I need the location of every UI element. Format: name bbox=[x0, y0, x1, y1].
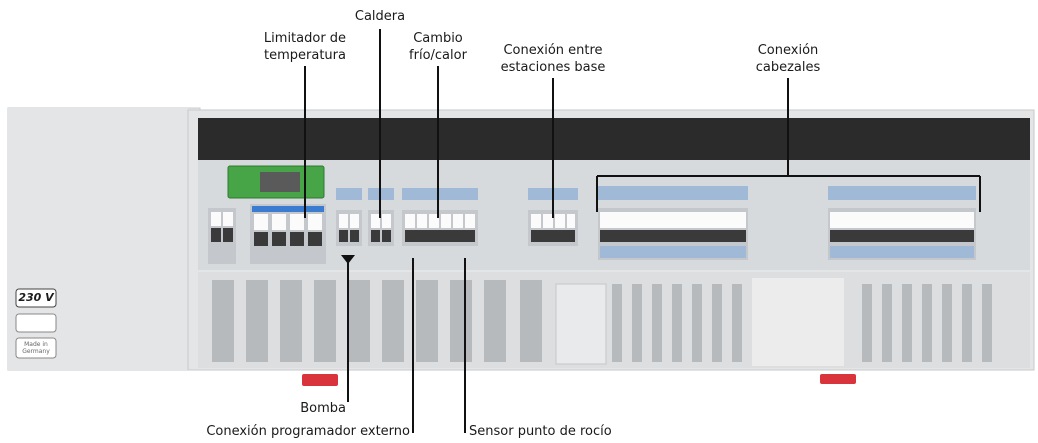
label-cambio: Cambio frío/calor bbox=[398, 30, 478, 64]
label-estaciones: Conexión entre estaciones base bbox=[488, 42, 618, 76]
label-estaciones-line1: Conexión entre bbox=[503, 43, 603, 58]
label-estaciones-line2: estaciones base bbox=[500, 60, 606, 75]
label-cabezales: Conexión cabezales bbox=[740, 42, 836, 76]
made-in-label: Made in Germany bbox=[22, 341, 50, 355]
label-limitador-line2: temperatura bbox=[264, 48, 346, 63]
limiter-terminal bbox=[250, 204, 326, 264]
vent-slots bbox=[212, 280, 992, 362]
voltage-badge bbox=[15, 288, 57, 308]
red-foot-right bbox=[820, 374, 856, 384]
label-cabezales-line1: Conexión bbox=[757, 43, 819, 58]
label-sensor: Sensor punto de rocío bbox=[469, 424, 612, 439]
actuator-terminals-left bbox=[598, 186, 748, 260]
label-caldera: Caldera bbox=[354, 9, 406, 24]
label-limitador-line1: Limitador de bbox=[263, 31, 347, 46]
voltage-label: 230 V bbox=[18, 291, 54, 304]
label-cambio-line1: Cambio bbox=[413, 31, 463, 46]
pump-terminal bbox=[336, 188, 362, 246]
label-bomba: Bomba bbox=[300, 401, 346, 416]
label-cabezales-line2: cabezales bbox=[755, 60, 821, 75]
red-foot-left bbox=[302, 374, 338, 386]
label-cambio-line2: frío/calor bbox=[409, 48, 467, 63]
label-programador: Conexión programador externo bbox=[206, 424, 410, 439]
label-limitador: Limitador de temperatura bbox=[240, 30, 370, 64]
made-in-badge bbox=[15, 337, 57, 359]
actuator-terminals-right bbox=[828, 186, 976, 260]
cool-heat-terminal bbox=[402, 188, 478, 246]
power-terminal bbox=[208, 208, 236, 264]
bomba-arrow-marker bbox=[341, 255, 355, 264]
top-label-strip bbox=[198, 118, 1030, 160]
